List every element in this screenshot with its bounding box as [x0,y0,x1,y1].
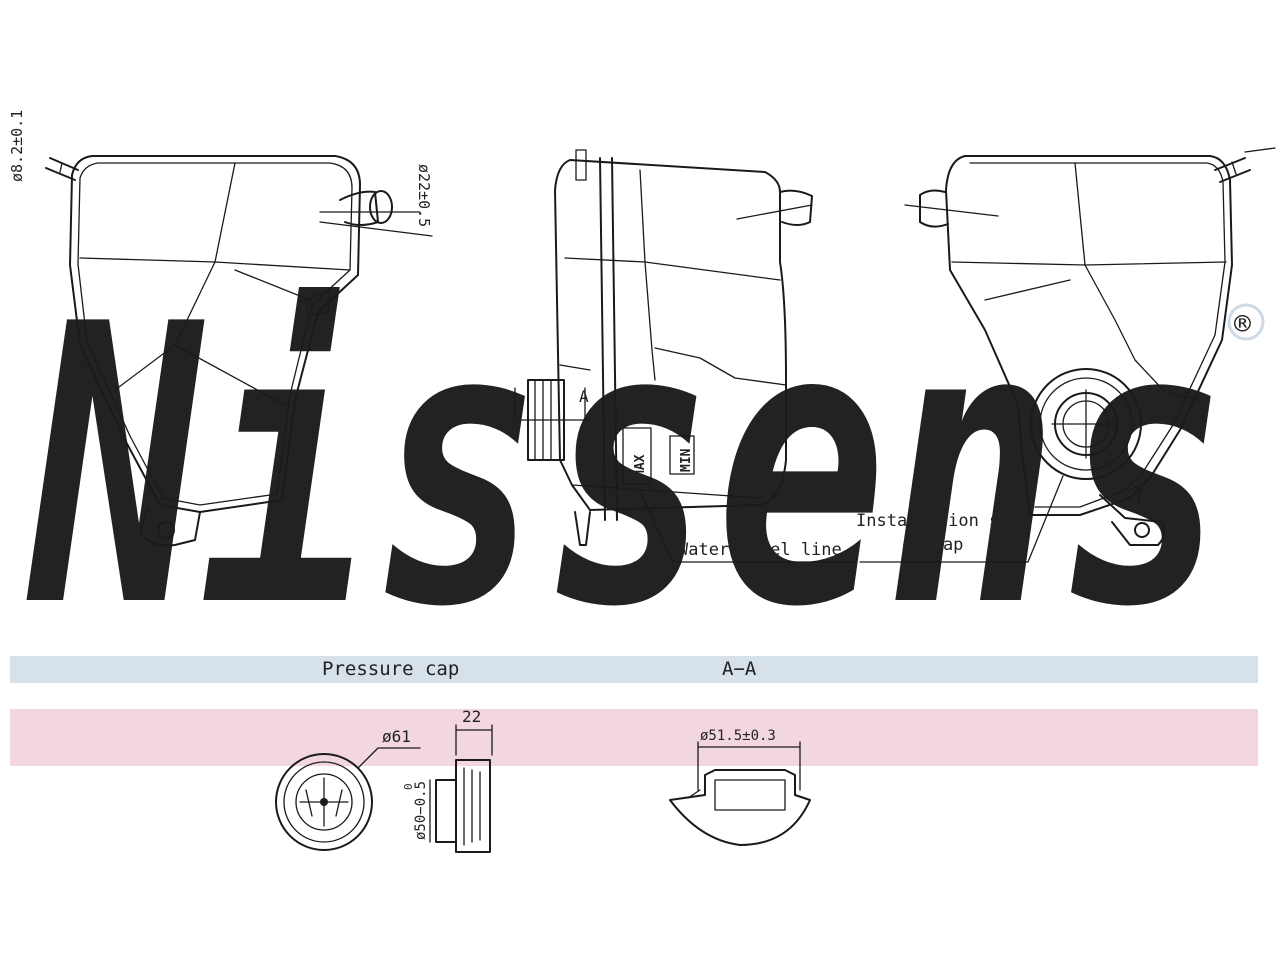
section-marker-right: A [579,387,589,406]
dim-cap-diameter: ø61 [382,727,411,746]
dim-cap-inner: ø50−0.5 [413,781,429,840]
registered-mark: ® [1234,307,1251,340]
section-aa-neck [669,741,811,846]
install-label-line2: of cap [902,535,963,555]
min-marking: MIN [679,448,694,472]
water-level-label: Water level line [678,540,842,560]
pressure-cap-label: Pressure cap [322,658,459,680]
band-bottom [10,709,1258,766]
install-label-line1: Installation site [856,511,1030,531]
dim-neck-diameter: ø51.5±0.3 [700,728,776,744]
dim-left-hose: ø8.2±0.1 [8,110,26,182]
pressure-cap-side [429,724,493,853]
dim-cap-width: 22 [462,707,481,726]
tank-side-view [514,149,856,563]
tank-right-view [859,147,1276,563]
registered-mark-circle [1227,303,1265,341]
dim-cap-inner-top: 0 [402,783,415,790]
band-top [10,656,1258,683]
pressure-cap-front [275,747,421,851]
section-aa-label: A−A [722,658,757,680]
max-marking: MAX [633,454,648,478]
watermark: Nissens ® [26,243,1265,691]
tank-left-view [45,155,433,547]
dim-mid-hose: ø22±0.5 [415,164,433,227]
watermark-text: Nissens [26,243,1230,691]
section-marker-left: A [500,387,510,406]
